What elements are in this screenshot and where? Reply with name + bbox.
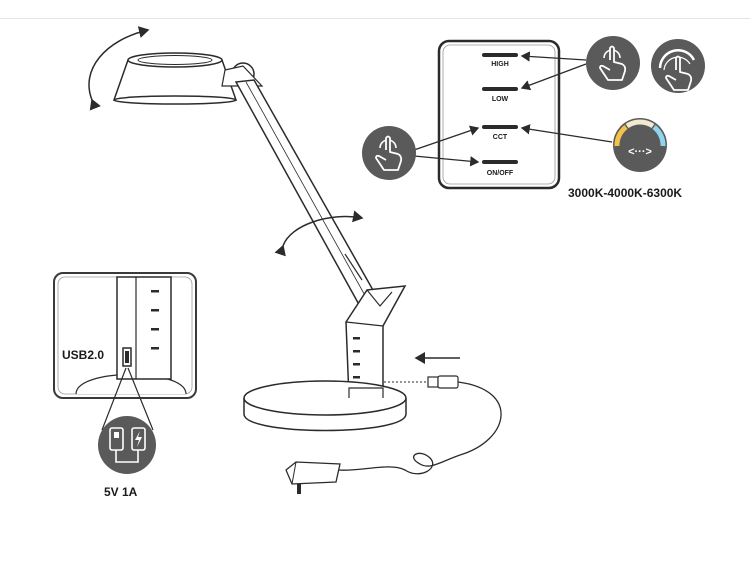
rotate-arrow-icon — [88, 26, 150, 111]
top-divider — [0, 18, 750, 19]
touch-icon — [362, 126, 416, 180]
usb-inset — [53, 272, 197, 399]
low-button[interactable] — [482, 87, 518, 91]
cct-label: CCT — [492, 134, 508, 141]
usb-output-label: 5V 1A — [104, 485, 138, 499]
high-button[interactable] — [482, 53, 518, 57]
usb-charging-icon — [98, 416, 156, 474]
onoff-label: ON/OFF — [486, 170, 514, 177]
usb-pointer-lines — [101, 367, 154, 431]
lamp-arm — [221, 62, 384, 311]
touch-icon — [586, 36, 640, 90]
cct-button[interactable] — [482, 125, 518, 129]
power-adapter-icon — [285, 461, 341, 494]
lamp-head — [112, 52, 238, 105]
lamp-stand — [345, 285, 407, 399]
usb-port-label: USB2.0 — [62, 348, 105, 362]
high-label: HIGH — [491, 61, 509, 68]
power-cable — [337, 375, 502, 475]
svg-text:<···>: <···> — [628, 146, 652, 158]
pointer-lines — [413, 51, 613, 167]
color-temperature-label: 3000K-4000K-6300K — [568, 186, 683, 200]
color-temperature-icon: <···> — [613, 118, 667, 172]
low-label: LOW — [491, 96, 509, 103]
lamp-base — [243, 380, 407, 432]
control-panel — [437, 39, 561, 190]
onoff-button[interactable] — [482, 160, 518, 164]
press-hold-icon — [651, 39, 705, 93]
rotate-arrow-icon — [274, 210, 364, 257]
